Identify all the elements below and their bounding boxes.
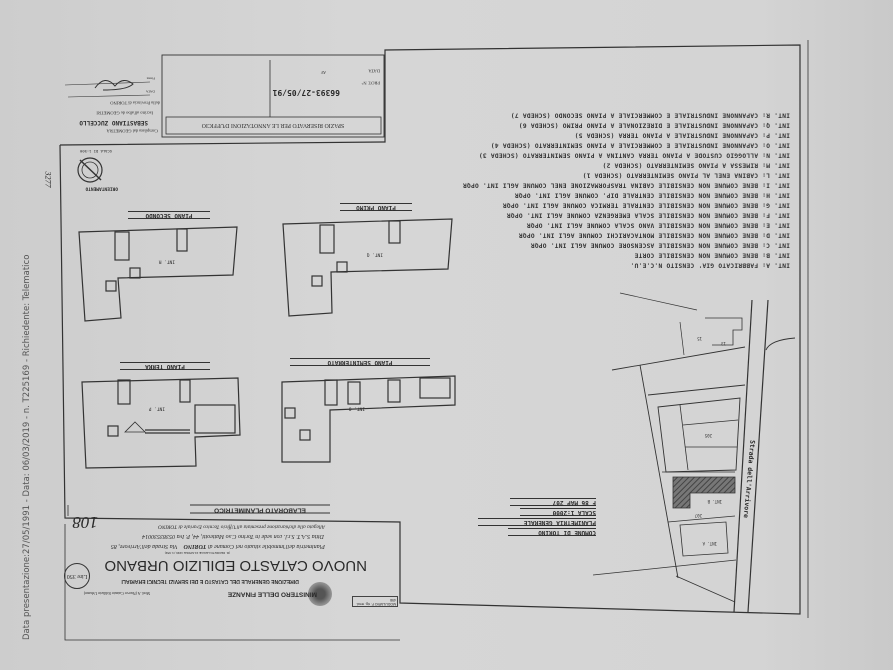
legend-item: INT. H: BENE COMUNE NON CENSIBILE CENTRA… xyxy=(514,191,790,199)
document-title: NUOVO CATASTO EDILIZIO URBANO xyxy=(104,557,367,574)
submission-stamp: Data presentazione:27/05/1991 - Data: 06… xyxy=(22,254,32,640)
legend-item: INT. B: BENE COMUNE NON CENSIBILE CORTE xyxy=(634,251,790,259)
label-int-a: INT. A xyxy=(702,541,717,546)
ministry-name: MINISTERO DELLE FINANZE xyxy=(227,590,317,598)
unit-piano-secondo: INT. R xyxy=(158,258,175,264)
compiler-label: Compilata dal GEOMETRA xyxy=(106,128,159,134)
unit-piano-primo: INT. Q xyxy=(366,251,383,257)
site-title: PLANIMETRIA GENERALE xyxy=(478,518,596,526)
office-date-label: DATA xyxy=(368,68,380,74)
legend-item: INT. N: ALLOGGIO CUSTODE A PIANO TERRA C… xyxy=(478,151,790,159)
orientation-compass xyxy=(77,157,103,183)
modulario-stamp: MODULARIO F. rig. rend. 498 xyxy=(352,596,398,607)
owner-line: Ditta S.A.T. S.r.l. con sede in Torino C… xyxy=(142,533,324,539)
legend-item: INT. E: BENE COMUNE NON CENSIBILE VANO S… xyxy=(526,221,790,229)
handwritten-ref: 3277 xyxy=(43,171,53,188)
legend-item: INT. P: CAPANNONE INDUSTRIALE A PIANO TE… xyxy=(574,131,790,139)
republic-emblem-icon xyxy=(308,582,332,606)
handwritten-number: 108 xyxy=(72,513,99,532)
plan-scale-label: SCALA DI 1:500 xyxy=(79,148,112,154)
legend-item: INT. O: CAPANNONE INDUSTRIALE E COMMERCI… xyxy=(490,141,790,149)
label-piano-seminterrato: PIANO SEMINTERRATO xyxy=(290,358,430,366)
signature-label: Firma xyxy=(146,76,155,81)
office-initials: AV xyxy=(320,70,326,75)
plan-piano-secondo xyxy=(78,226,238,322)
site-comune: COMUNE DI TORINO xyxy=(508,528,596,536)
legend-item: INT. I: BENE COMUNE NON CENSIBILE CABINA… xyxy=(462,181,790,189)
unit-piano-terra: INT. P xyxy=(148,405,165,411)
compiler-date-label: DATA xyxy=(145,89,155,94)
compiler-province: della Provincia di TORINO xyxy=(110,100,160,106)
orientation-label: ORIENTAMENTO xyxy=(85,185,118,191)
plan-piano-terra xyxy=(81,377,241,469)
legend-item: INT. R: CAPANNONE INDUSTRIALE E COMMERCI… xyxy=(510,111,790,119)
location-city: TORINO xyxy=(183,543,207,549)
parcel-205: 205 xyxy=(704,433,712,438)
label-piano-secondo: PIANO SECONDO xyxy=(128,211,210,219)
annotations-box xyxy=(161,54,385,138)
legend-item: INT. F: BENE COMUNE NON CENSIBILE SCALA … xyxy=(506,211,790,219)
attachment-line: Allegata alla dichiarazione presentata a… xyxy=(158,523,325,530)
compiler-name: SEBASTIANO ZUCCELLO xyxy=(79,119,148,126)
protocol-label: PROT. N° xyxy=(361,80,380,86)
form-code: Mod. A (Nuovo Catasto Edilizio Urbano) xyxy=(83,591,150,596)
building-int-a xyxy=(679,521,729,557)
label-piano-terra: PIANO TERRA xyxy=(120,362,210,370)
location-line: Planimetria dell'immobile situato nel Co… xyxy=(70,543,325,549)
header-box xyxy=(64,524,400,641)
parcel-207: 207 xyxy=(694,513,702,518)
plan-piano-seminterrato xyxy=(281,375,456,463)
fee-stamp: Lire 350 xyxy=(64,563,90,589)
legend-item: INT. G: BENE COMUNE NON CENSIBILE CENTRA… xyxy=(502,201,790,209)
site-scale: SCALA 1:2000 xyxy=(520,508,596,516)
label-int-b: INT. B xyxy=(707,499,722,504)
road-edge xyxy=(733,299,753,613)
site-sheet: F 86 MAP 207 xyxy=(510,498,596,506)
legend-item: INT. D: BENE COMUNE NON CENSIBILE MONTAC… xyxy=(518,231,790,239)
signature xyxy=(94,80,134,91)
label-piano-primo: PIANO PRIMO xyxy=(340,203,412,211)
legend-item: INT. A: FABBRICATO GIA' CENSITO N.C.E.U. xyxy=(630,261,790,269)
location-prefix: Planimetria dell'immobile situato nel Co… xyxy=(207,543,325,549)
directorate-name: DIREZIONE GENERALE DEL CATASTO E DEI SER… xyxy=(121,578,299,584)
location-address: Via Strada dell'Arrivore, 85 xyxy=(110,543,178,549)
legend-item: INT. L: CABINA ENEL AL PIANO SEMINTERRAT… xyxy=(582,171,790,179)
protocol-stamp: 66393-27/05/91 xyxy=(272,88,340,97)
parcel-205-outline xyxy=(657,397,741,473)
reserved-space-label: SPAZIO RISERVATO PER LE ANNOTAZIONI D'UF… xyxy=(201,121,345,128)
unit-piano-seminterrato: INT. O xyxy=(348,405,365,411)
document-type: ELABORATO PLANIMETRICO xyxy=(190,505,330,514)
parcel-15: 15 xyxy=(697,336,702,341)
legend-item: INT. Q: CAPANNONE INDUSTRIALE E DIREZION… xyxy=(518,121,790,129)
document-frame xyxy=(59,44,801,615)
legend-item: INT. C: BENE COMUNE NON CENSIBILE ASCENS… xyxy=(530,241,790,249)
parcel-13: 13 xyxy=(721,341,726,346)
legend-item: INT. M: RIMESSA A PIANO SEMINTERRATO (SC… xyxy=(602,161,790,169)
shaded-building-int-b xyxy=(672,476,736,509)
compiler-register: Iscritto all'albo de GEOMETRI xyxy=(96,110,153,116)
law-note: (R. DECRETO-LEGGE 13 APRILE 1939, N. 652… xyxy=(164,551,230,555)
plan-piano-primo xyxy=(282,218,453,317)
